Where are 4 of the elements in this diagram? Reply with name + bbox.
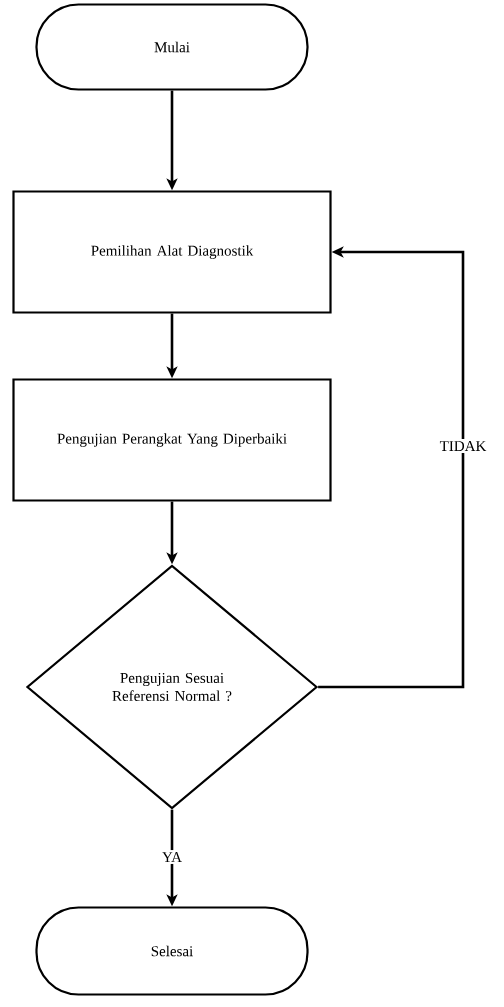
process-box: Pengujian Perangkat Yang Diperbaiki [12, 378, 332, 502]
edge-label: TIDAK [437, 439, 489, 453]
process-box: Pemilihan Alat Diagnostik [12, 190, 332, 314]
edge-label: YA [160, 850, 184, 864]
